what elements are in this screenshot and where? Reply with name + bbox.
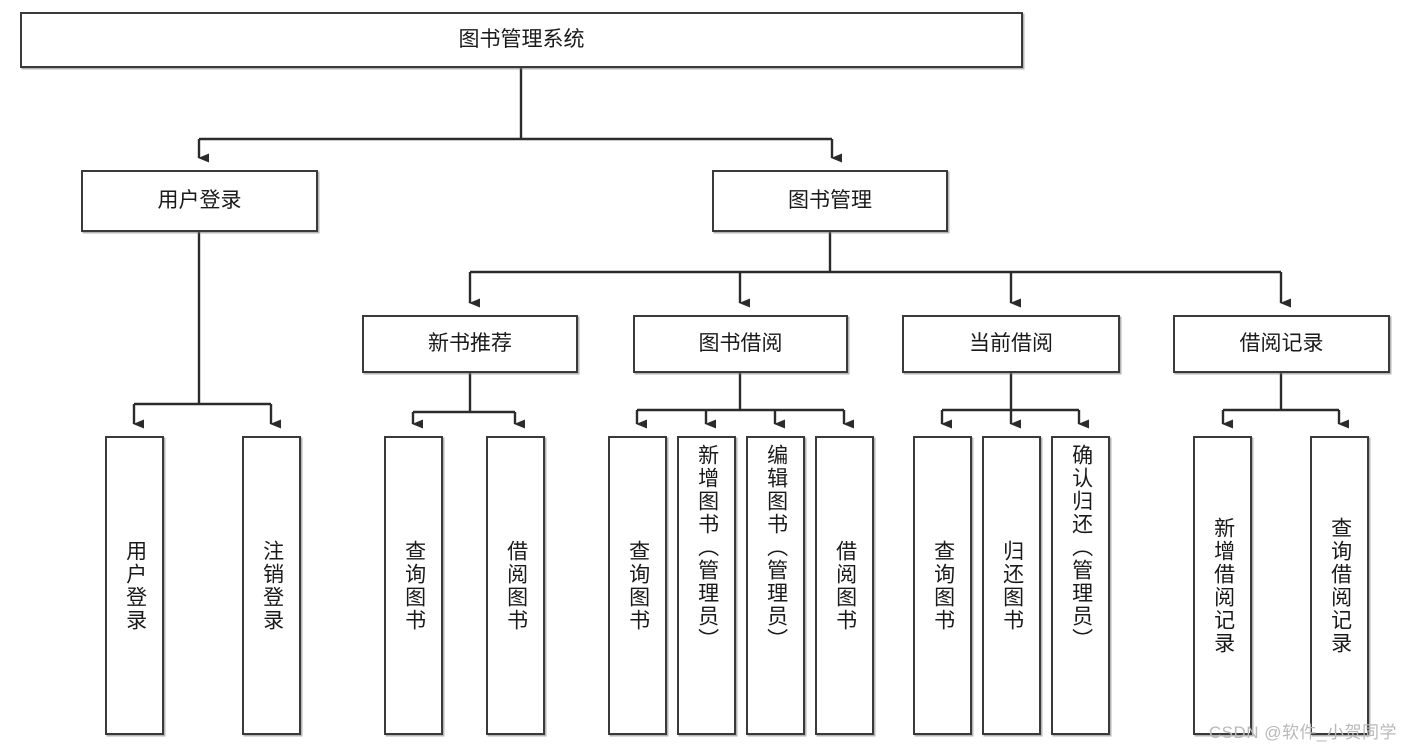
node-book-manage[interactable]: 图书管理 [712, 170, 948, 232]
leaf-borrow-book-recommend[interactable]: 借阅图书 [486, 436, 545, 735]
node-user-login[interactable]: 用户登录 [81, 170, 318, 232]
leaf-add-book-admin[interactable]: 新增图书（管理员） [677, 436, 736, 735]
leaf-confirm-return-admin[interactable]: 确认归还（管理员） [1051, 436, 1110, 735]
leaf-add-borrow-record[interactable]: 新增借阅记录 [1193, 436, 1252, 735]
watermark-text: CSDN @软件_小贺同学 [1208, 723, 1397, 742]
node-new-book-recommend[interactable]: 新书推荐 [362, 315, 578, 373]
leaf-borrow-book-borrow[interactable]: 借阅图书 [815, 436, 874, 735]
node-root-system[interactable]: 图书管理系统 [20, 12, 1023, 68]
leaf-query-book-current[interactable]: 查询图书 [913, 436, 972, 735]
leaf-query-book-borrow[interactable]: 查询图书 [608, 436, 667, 735]
leaf-edit-book-admin[interactable]: 编辑图书（管理员） [746, 436, 805, 735]
node-current-borrow[interactable]: 当前借阅 [902, 315, 1120, 373]
node-book-borrow[interactable]: 图书借阅 [633, 315, 848, 373]
leaf-logout-login[interactable]: 注销登录 [242, 436, 301, 735]
node-borrow-record[interactable]: 借阅记录 [1173, 315, 1390, 373]
leaf-query-borrow-record[interactable]: 查询借阅记录 [1310, 436, 1369, 735]
leaf-return-book[interactable]: 归还图书 [982, 436, 1041, 735]
leaf-user-login[interactable]: 用户登录 [105, 436, 164, 735]
leaf-query-book-recommend[interactable]: 查询图书 [384, 436, 443, 735]
